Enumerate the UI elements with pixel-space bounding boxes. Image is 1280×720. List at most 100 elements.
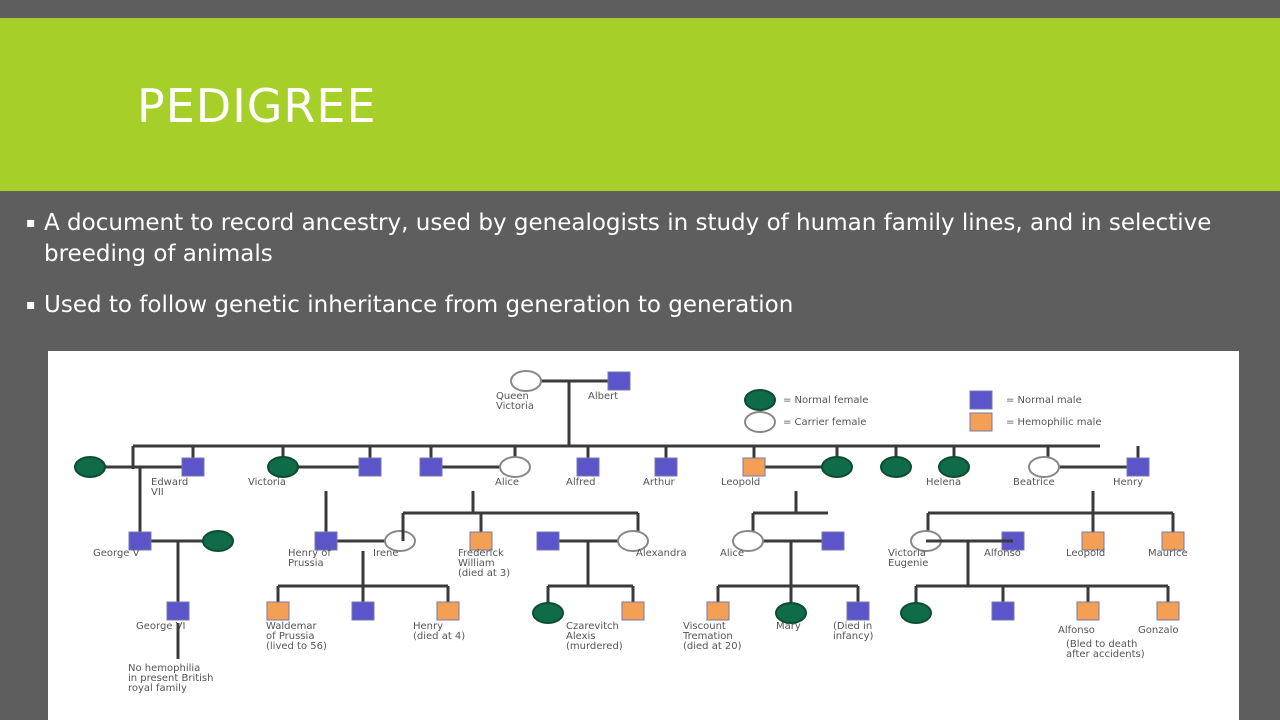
bullet-text: A document to record ancestry, used by g… bbox=[44, 210, 1212, 267]
no-hemophilia-note: in present British bbox=[128, 673, 213, 684]
hemophilic-male-square bbox=[706, 601, 730, 621]
waldemar-label: (lived to 56) bbox=[266, 641, 327, 652]
hemophilic-male-square bbox=[1076, 601, 1100, 621]
carrier-female-circle bbox=[510, 370, 542, 392]
normal-male-square bbox=[166, 601, 190, 621]
frederick-label: Frederick bbox=[458, 548, 504, 559]
bullet-item: ▪ Used to follow genetic inheritance fro… bbox=[26, 290, 1266, 321]
alice-2-label: Alice bbox=[720, 548, 744, 559]
normal-male-square bbox=[181, 457, 205, 477]
george-v-label: George V bbox=[93, 548, 140, 559]
normal-female-circle bbox=[775, 602, 807, 624]
normal-male-square bbox=[607, 371, 631, 391]
irene-label: Irene bbox=[373, 548, 398, 559]
carrier-female-circle bbox=[617, 530, 649, 552]
no-hemophilia-note: No hemophilia bbox=[128, 663, 200, 674]
henry-of-prussia-label: Prussia bbox=[288, 558, 324, 569]
hemophilic-male-square bbox=[969, 412, 993, 432]
edward-label: Edward bbox=[151, 477, 188, 488]
czarevitch-label: Alexis bbox=[566, 631, 596, 642]
hemophilic-male-square bbox=[1156, 601, 1180, 621]
arthur-label: Arthur bbox=[643, 477, 676, 488]
mary-label: Mary bbox=[776, 621, 801, 632]
legend-normal-female: = Normal female bbox=[783, 395, 868, 406]
victoria-label: Victoria bbox=[248, 477, 286, 488]
bled-to-death-label: after accidents) bbox=[1066, 649, 1145, 660]
normal-female-circle bbox=[938, 456, 970, 478]
carrier-female-circle bbox=[744, 411, 776, 433]
legend-normal-male: = Normal male bbox=[1006, 395, 1082, 406]
died-infancy-label: (Died in bbox=[833, 621, 872, 632]
alfred-label: Alfred bbox=[566, 477, 596, 488]
died-infancy-label: infancy) bbox=[833, 631, 874, 642]
bullet-item: ▪ A document to record ancestry, used by… bbox=[26, 208, 1266, 270]
henry-of-prussia-label: Henry of bbox=[288, 548, 331, 559]
hemophilic-male-square bbox=[742, 457, 766, 477]
normal-female-circle bbox=[744, 389, 776, 411]
hemophilic-male-square bbox=[1081, 531, 1105, 551]
hemophilic-male-square bbox=[621, 601, 645, 621]
normal-female-circle bbox=[267, 456, 299, 478]
slide-title: PEDIGREE bbox=[137, 79, 377, 133]
bullet-icon: ▪ bbox=[26, 297, 36, 313]
normal-female-circle bbox=[900, 602, 932, 624]
bullet-text: Used to follow genetic inheritance from … bbox=[44, 292, 794, 318]
alexandra-label: Alexandra bbox=[636, 548, 687, 559]
carrier-female-circle bbox=[732, 530, 764, 552]
queen-victoria-label: Victoria bbox=[496, 401, 534, 412]
hemophilic-male-square bbox=[436, 601, 460, 621]
george-vi-label: George VI bbox=[136, 621, 185, 632]
legend-carrier-female: = Carrier female bbox=[783, 417, 866, 428]
frederick-label: (died at 3) bbox=[458, 568, 510, 579]
leopold-2-label: Leopold bbox=[1066, 548, 1105, 559]
normal-male-square bbox=[654, 457, 678, 477]
legend-hemophilic-male: = Hemophilic male bbox=[1006, 417, 1102, 428]
normal-male-square bbox=[821, 531, 845, 551]
albert-label: Albert bbox=[588, 391, 618, 402]
normal-male-square bbox=[536, 531, 560, 551]
normal-male-square bbox=[128, 531, 152, 551]
normal-male-square bbox=[314, 531, 338, 551]
normal-male-square bbox=[969, 390, 993, 410]
viscount-label: Tremation bbox=[682, 631, 733, 642]
alice-label: Alice bbox=[495, 477, 519, 488]
queen-victoria-label: Queen bbox=[496, 391, 529, 402]
title-band bbox=[0, 18, 1280, 191]
czarevitch-label: Czarevitch bbox=[566, 621, 619, 632]
normal-female-circle bbox=[532, 602, 564, 624]
alfonso-label: Alfonso bbox=[984, 548, 1021, 559]
hemophilic-male-square bbox=[266, 601, 290, 621]
victoria-eugenie-label: Eugenie bbox=[888, 558, 928, 569]
viscount-label: Viscount bbox=[683, 621, 726, 632]
helena-label: Helena bbox=[926, 477, 961, 488]
carrier-female-circle bbox=[1028, 456, 1060, 478]
bled-to-death-label: (Bled to death bbox=[1066, 639, 1137, 650]
normal-female-circle bbox=[880, 456, 912, 478]
normal-male-square bbox=[576, 457, 600, 477]
edward-label: VII bbox=[151, 487, 164, 498]
gonzalo-label: Gonzalo bbox=[1138, 625, 1178, 636]
maurice-label: Maurice bbox=[1148, 548, 1188, 559]
normal-female-circle bbox=[821, 456, 853, 478]
victoria-eugenie-label: Victoria bbox=[888, 548, 926, 559]
hemophilic-male-square bbox=[1161, 531, 1185, 551]
normal-male-square bbox=[991, 601, 1015, 621]
hemophilic-male-square bbox=[469, 531, 493, 551]
bullet-icon: ▪ bbox=[26, 215, 36, 231]
normal-male-square bbox=[419, 457, 443, 477]
carrier-female-circle bbox=[384, 530, 416, 552]
normal-male-square bbox=[846, 601, 870, 621]
henry-2-label: (died at 4) bbox=[413, 631, 465, 642]
waldemar-label: of Prussia bbox=[266, 631, 314, 642]
alfonso-2-label: Alfonso bbox=[1058, 625, 1095, 636]
normal-female-circle bbox=[74, 456, 106, 478]
henry-label: Henry bbox=[1113, 477, 1143, 488]
normal-male-square bbox=[1126, 457, 1150, 477]
waldemar-label: Waldemar bbox=[266, 621, 318, 632]
carrier-female-circle bbox=[499, 456, 531, 478]
beatrice-label: Beatrice bbox=[1013, 477, 1055, 488]
czarevitch-label: (murdered) bbox=[566, 641, 623, 652]
bullet-list: ▪ A document to record ancestry, used by… bbox=[26, 208, 1266, 341]
